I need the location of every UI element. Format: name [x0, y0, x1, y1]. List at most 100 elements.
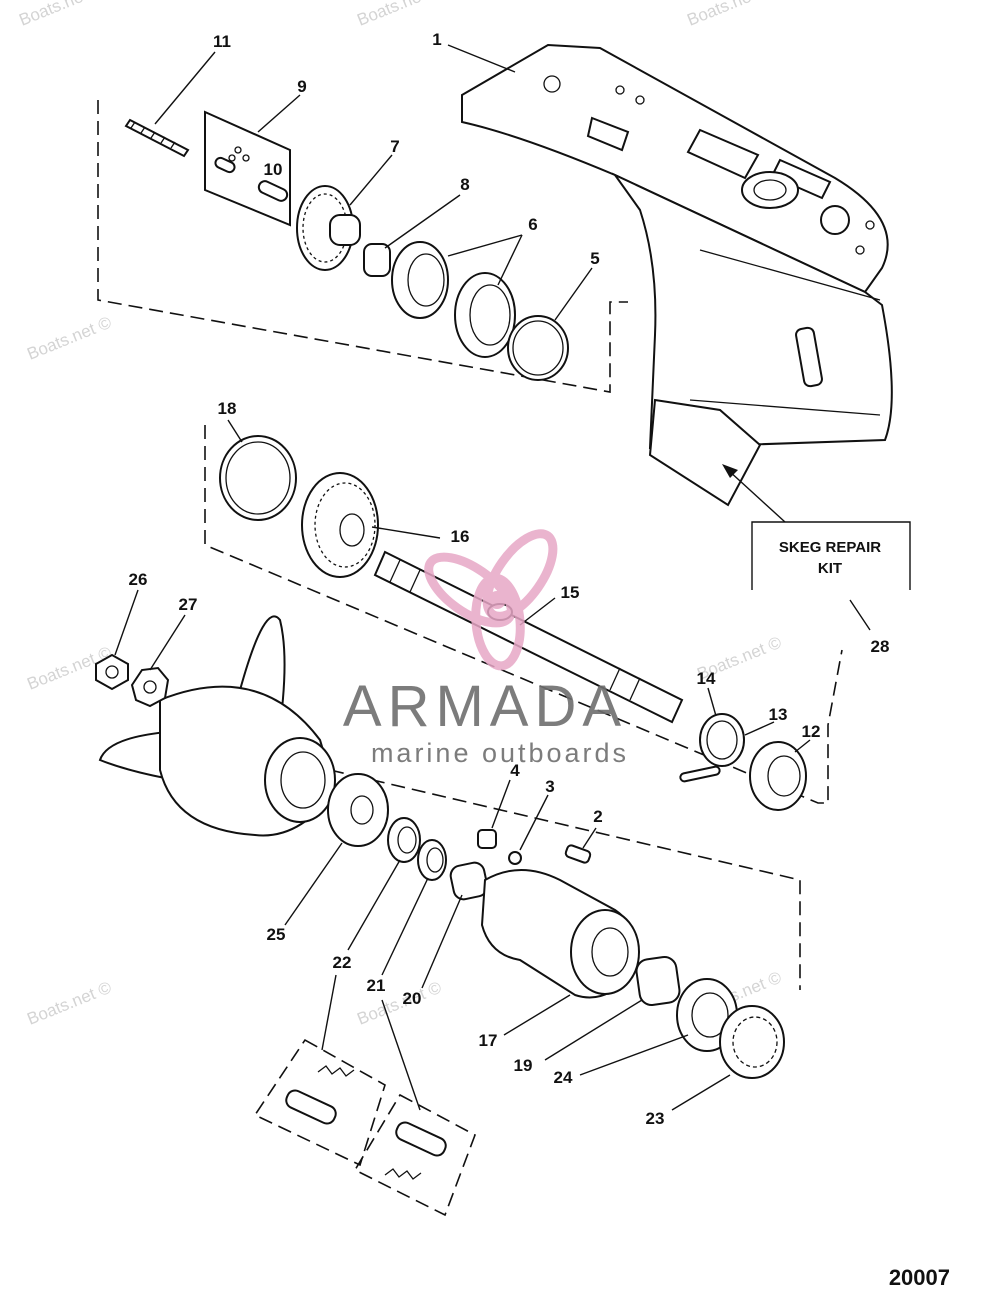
callout-25: 25 — [267, 925, 286, 944]
shaft-splines — [609, 667, 621, 691]
shaft-splines — [389, 559, 401, 583]
spring-coils — [160, 136, 166, 144]
kit-box-line2: KIT — [818, 560, 842, 577]
callout-17: 17 — [479, 1031, 498, 1050]
housing-slot-2 — [686, 128, 760, 180]
callout-21: 21 — [367, 976, 386, 995]
callout-1: 1 — [432, 30, 441, 49]
callout-27: 27 — [179, 595, 198, 614]
bearing-part-19 — [635, 955, 681, 1007]
reverse-gear-16-teeth — [314, 482, 376, 568]
callout-11: 11 — [213, 32, 231, 51]
watermark-text: Boats.net © — [24, 978, 114, 1029]
brand-tagline: marine outboards — [371, 738, 629, 768]
pinion-kit-21-outline — [353, 1093, 476, 1217]
upper-gear-parts — [124, 110, 569, 381]
leader-9 — [257, 94, 301, 133]
bearing-cone-6 — [391, 241, 449, 319]
leader-15 — [519, 597, 556, 626]
callout-4: 4 — [510, 761, 520, 780]
tab-washer-27-hole — [143, 680, 157, 694]
leader-26 — [114, 589, 139, 656]
leader-12 — [794, 739, 811, 753]
leader-20 — [421, 894, 463, 989]
bearing-carrier-17-flange — [570, 909, 640, 995]
leader-28 — [849, 599, 871, 631]
spring-coils — [150, 131, 156, 139]
leader-1 — [447, 44, 516, 73]
kit-22-spring — [317, 1065, 355, 1077]
figure-number: 20007 — [889, 1265, 950, 1290]
housing-slot-1 — [586, 116, 630, 152]
callout-8: 8 — [460, 175, 469, 194]
callout-numbers: 1 2 3 4 5 6 7 8 9 10 11 12 13 14 15 16 1… — [129, 30, 890, 1128]
callout-5: 5 — [590, 249, 599, 268]
thrust-hub-25-bore — [350, 795, 374, 825]
propeller-logo-icon — [424, 529, 558, 671]
leader-21 — [381, 877, 429, 976]
leader-24 — [579, 1034, 689, 1076]
housing-hole — [865, 220, 875, 230]
housing-hole — [543, 75, 561, 93]
shaft-splines — [629, 677, 641, 701]
leader-11 — [154, 51, 216, 125]
leader-lines — [114, 44, 871, 1111]
o-ring-18 — [219, 435, 297, 521]
callout-22: 22 — [333, 953, 352, 972]
callout-19: 19 — [514, 1056, 533, 1075]
leader-2 — [582, 827, 597, 849]
callout-28: 28 — [871, 637, 890, 656]
seal-part-22 — [387, 817, 421, 863]
thrust-washer-24-inner — [691, 992, 729, 1038]
spring-part-11 — [124, 118, 190, 158]
kit-box-outline — [751, 521, 911, 590]
clutch-part-12-inner — [767, 755, 801, 797]
seal-part-21-inner — [426, 847, 444, 873]
callout-2: 2 — [593, 807, 602, 826]
housing-hole — [635, 95, 645, 105]
callout-6: 6 — [528, 215, 537, 234]
housing-port — [820, 205, 850, 235]
propshaft-parts — [219, 435, 807, 811]
thrust-bearing-23-inner — [732, 1016, 778, 1068]
spring-coils — [130, 121, 136, 129]
propeller-nut-26-hole — [105, 665, 119, 679]
o-ring-5-inner — [512, 320, 564, 376]
callout-26: 26 — [129, 570, 148, 589]
washer-part-3 — [508, 851, 522, 865]
callout-24: 24 — [554, 1068, 573, 1087]
assembly-group-lines — [97, 100, 843, 1217]
seal-part-21 — [417, 839, 447, 881]
shaft-splines — [409, 569, 421, 593]
watermark-text: Boats.net — [684, 0, 758, 30]
leader-3 — [519, 794, 549, 851]
clutch-part-12 — [749, 741, 807, 811]
callout-9: 9 — [297, 77, 306, 96]
ball — [228, 154, 236, 162]
kit-21-pin — [395, 1121, 447, 1157]
callout-10: 10 — [264, 160, 283, 179]
spring-coils — [170, 141, 176, 149]
skeg-arrow-head — [722, 464, 738, 478]
spring-coils — [140, 126, 146, 134]
nut-part-4 — [477, 829, 497, 849]
leader-21-kit — [381, 999, 421, 1111]
bearing-part-20 — [449, 861, 489, 901]
propeller-shaft-15 — [373, 550, 684, 724]
housing-hole — [615, 85, 625, 95]
bearing-part-8 — [363, 243, 391, 277]
bearing-cup-6-inner — [469, 284, 511, 346]
upper-gear-group-outline — [97, 100, 628, 393]
bearing-carrier-group-outline — [329, 769, 801, 990]
housing-top-plate — [461, 43, 889, 294]
leader-7 — [349, 154, 393, 206]
kit-box-line1: SKEG REPAIR — [779, 539, 881, 556]
housing-edge — [689, 399, 881, 416]
seal-part-22-inner — [397, 826, 417, 854]
housing-slot-3 — [770, 158, 832, 200]
callout-7: 7 — [390, 137, 399, 156]
leader-22-kit — [321, 974, 337, 1051]
leader-13 — [744, 721, 775, 736]
housing-nameplate — [795, 326, 823, 388]
